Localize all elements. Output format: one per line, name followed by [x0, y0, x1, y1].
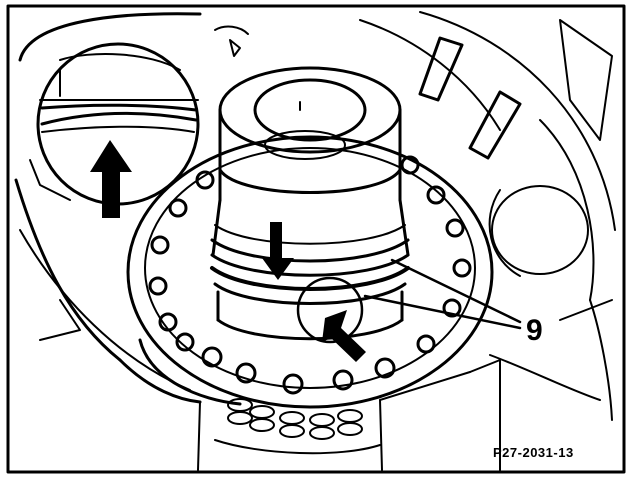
lower-arrow-icon — [322, 310, 366, 362]
callout-label: 9 — [526, 314, 543, 347]
drive-flange — [126, 135, 494, 409]
transmission-housing — [14, 11, 616, 471]
callout-leaders — [363, 258, 522, 330]
central-shaft — [210, 66, 410, 341]
upper-arrow-icon — [262, 222, 294, 280]
inset-arrow-icon — [90, 140, 132, 218]
figure-frame — [6, 4, 626, 474]
clutch-springs — [214, 398, 381, 455]
figure-code: P27-2031-13 — [493, 445, 574, 460]
magnifier-circle — [296, 276, 364, 344]
flange-bolt-holes — [148, 155, 472, 395]
